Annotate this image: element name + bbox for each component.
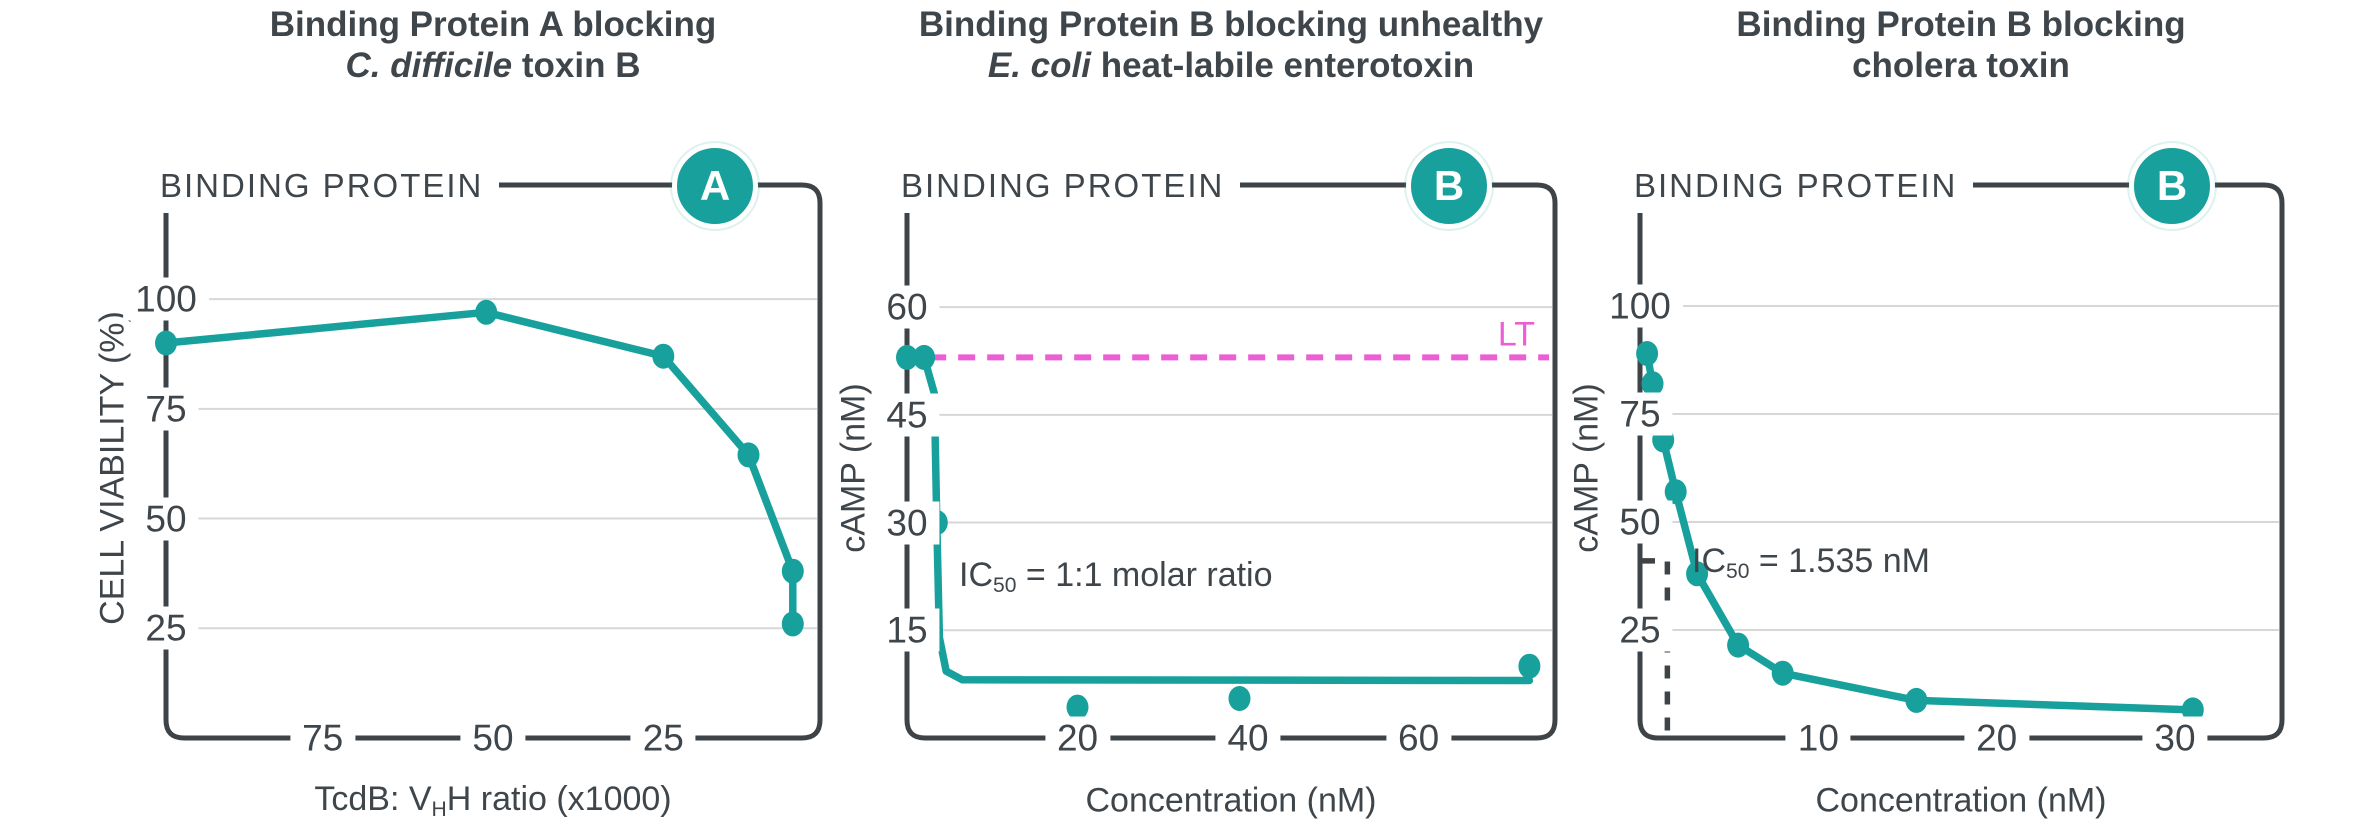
y-tick-label: 75 <box>1607 392 1673 436</box>
chart1-x-label-sub: H <box>431 797 447 821</box>
chart3-ann-post: = 1.535 nM <box>1749 542 1930 581</box>
chart2-badge-b: B <box>1406 143 1492 229</box>
y-tick-label: 75 <box>133 387 199 431</box>
chart2-title: Binding Protein B blocking unhealthy E. … <box>741 4 1721 86</box>
chart2-frame-label: BINDING PROTEIN <box>899 165 1241 207</box>
y-tick-label: 25 <box>133 606 199 650</box>
chart1-title-italic: C. difficile <box>345 46 513 85</box>
x-tick-label: 25 <box>630 716 696 760</box>
y-tick-label: 60 <box>874 285 940 329</box>
x-tick-label: 20 <box>1964 716 2030 760</box>
chart3-y-axis-label: cAMP (nM) <box>1567 383 1606 553</box>
chart1-title-line1: Binding Protein A blocking <box>269 5 717 44</box>
y-tick-label: 15 <box>874 608 940 652</box>
chart2-lt-reference-label: LT <box>1497 315 1536 354</box>
chart1-frame-label: BINDING PROTEIN <box>158 165 500 207</box>
chart1-title: Binding Protein A blocking C. difficile … <box>3 4 983 86</box>
y-tick-label: 50 <box>133 497 199 541</box>
y-tick-label: 45 <box>874 393 940 437</box>
chart3-badge-b: B <box>2129 143 2215 229</box>
y-tick-label: 100 <box>123 277 209 321</box>
x-tick-label: 50 <box>460 716 526 760</box>
chart1-x-label-post: H ratio (x1000) <box>446 780 672 819</box>
chart2-x-axis-label: Concentration (nM) <box>1085 782 1376 821</box>
chart3-ic50-annotation: IC50 = 1.535 nM <box>1692 542 1930 584</box>
chart1-x-axis-label: TcdB: VHH ratio (x1000) <box>314 780 671 822</box>
chart3-title-rest: cholera toxin <box>1852 46 2070 85</box>
chart1-y-axis-label: CELL VIABILITY (%) <box>93 311 132 625</box>
chart2-ann-post: = 1:1 molar ratio <box>1016 556 1273 595</box>
chart3-title: Binding Protein B blocking cholera toxin <box>1471 4 2380 86</box>
x-tick-label: 40 <box>1215 716 1281 760</box>
chart2-y-axis-label: cAMP (nM) <box>834 383 873 553</box>
chart2-title-italic: E. coli <box>987 46 1091 85</box>
chart1-title-line2: C. difficile toxin B <box>3 45 983 86</box>
chart2-title-rest: heat-labile enterotoxin <box>1090 46 1475 85</box>
chart3-x-label-pre: Concentration (nM) <box>1815 781 2107 820</box>
chart3-ann-pre: IC <box>1692 542 1726 581</box>
chart1-title-rest: toxin B <box>512 46 641 85</box>
chart2-ann-pre: IC <box>959 556 993 595</box>
x-tick-label: 60 <box>1386 716 1452 760</box>
chart2-x-label-pre: Concentration (nM) <box>1085 781 1377 820</box>
chart2-title-line1: Binding Protein B blocking unhealthy <box>918 5 1544 44</box>
y-tick-label: 50 <box>1607 500 1673 544</box>
x-tick-label: 75 <box>290 716 356 760</box>
chart1-badge-a: A <box>672 143 758 229</box>
chart3-ann-sub: 50 <box>1726 559 1750 583</box>
chart3-x-axis-label: Concentration (nM) <box>1815 782 2106 821</box>
chart1-x-label-pre: TcdB: V <box>314 780 432 819</box>
chart2-ann-sub: 50 <box>993 573 1017 597</box>
x-tick-label: 30 <box>2142 716 2208 760</box>
chart2-ic50-annotation: IC50 = 1:1 molar ratio <box>959 556 1273 598</box>
chart3-title-line2: cholera toxin <box>1471 45 2380 86</box>
chart3-title-line1: Binding Protein B blocking <box>1736 5 2186 44</box>
y-tick-label: 100 <box>1597 284 1683 328</box>
y-tick-label: 30 <box>874 501 940 545</box>
chart3-frame-label: BINDING PROTEIN <box>1632 165 1974 207</box>
y-tick-label: 25 <box>1607 608 1673 652</box>
chart2-title-line2: E. coli heat-labile enterotoxin <box>741 45 1721 86</box>
x-tick-label: 20 <box>1044 716 1111 760</box>
x-tick-label: 10 <box>1785 716 1851 760</box>
